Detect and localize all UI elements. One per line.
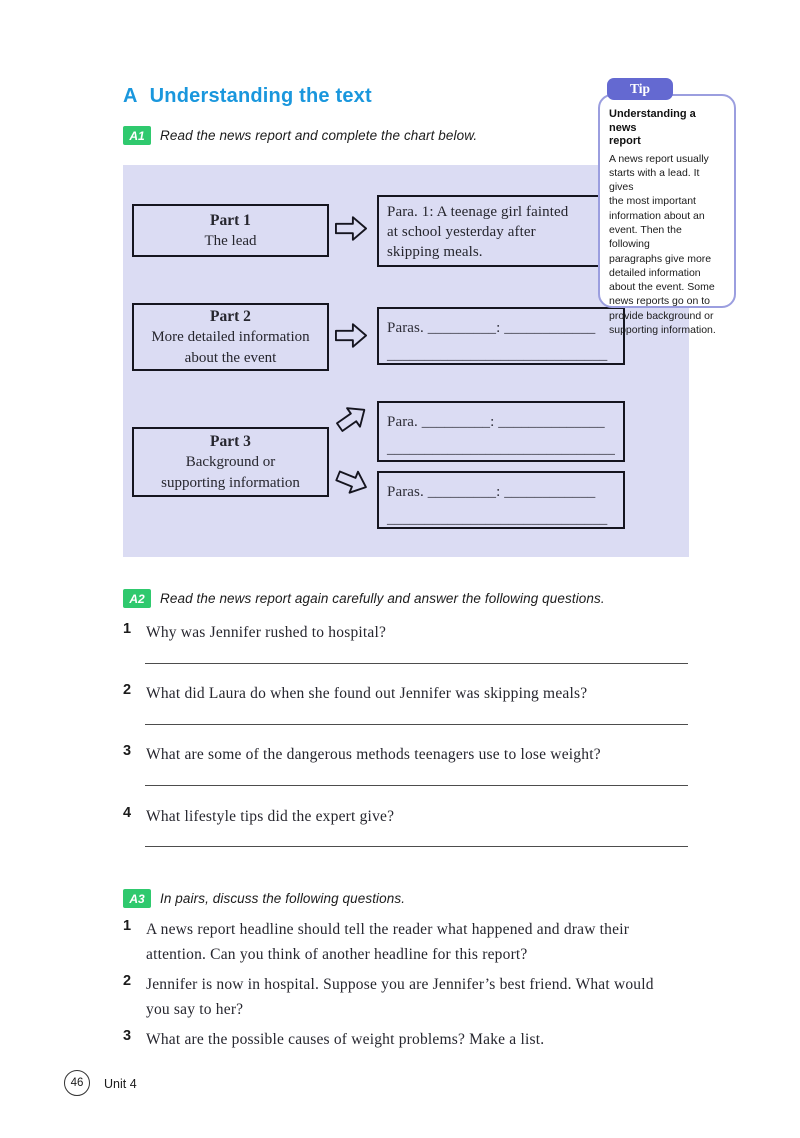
chart-panel: Part 1 The lead Part 2 More detailed inf… — [123, 165, 689, 557]
discussion-3-text: What are the possible causes of weight p… — [146, 1031, 545, 1048]
down-right-arrow-icon — [335, 470, 367, 494]
activity-a1-badge: A1 — [123, 126, 151, 145]
question-4-number: 4 — [123, 805, 132, 821]
part2-title: Part 2 — [210, 307, 251, 325]
answer-box-2-blanks: Paras. _________: ____________ _________… — [387, 320, 608, 363]
activity-a1-instruction: Read the news report and complete the ch… — [160, 128, 478, 143]
activity-a3-badge: A3 — [123, 889, 151, 908]
section-letter: A — [123, 85, 138, 107]
discussion-1-text: A news report headline should tell the r… — [146, 921, 630, 963]
section-heading: A Understanding the text — [123, 85, 372, 108]
answer-box-4-blanks: Paras. _________: ____________ _________… — [387, 484, 608, 527]
question-2-text: What did Laura do when she found out Jen… — [146, 685, 588, 702]
chart-part3-box: Part 3 Background or supporting informat… — [132, 427, 329, 497]
answer-line-3 — [145, 785, 688, 786]
part1-title: Part 1 — [210, 211, 251, 229]
tip-tab-label: Tip — [607, 78, 673, 100]
part1-description: The lead — [204, 232, 257, 249]
right-arrow-icon — [335, 216, 367, 241]
activity-a2-badge: A2 — [123, 589, 151, 608]
discussion-item-3: 3 What are the possible causes of weight… — [123, 1027, 716, 1052]
chart-answer-box-4: Paras. _________: ____________ _________… — [377, 471, 625, 529]
answer-line-1 — [145, 663, 688, 664]
page-number-badge: 46 — [64, 1070, 90, 1096]
tip-body-text: A news report usually starts with a lead… — [609, 152, 716, 337]
chart-answer-box-3: Para. _________: ______________ ________… — [377, 401, 625, 462]
discussion-2-text: Jennifer is now in hospital. Suppose you… — [146, 976, 654, 1018]
activity-a3-row: A3 In pairs, discuss the following quest… — [123, 889, 405, 908]
question-3: 3 What are some of the dangerous methods… — [123, 742, 716, 767]
section-title-text: Understanding the text — [149, 85, 372, 107]
tip-heading: Understanding a news report — [609, 108, 696, 147]
question-1: 1 Why was Jennifer rushed to hospital? — [123, 620, 716, 645]
answer-line-4 — [145, 846, 688, 847]
activity-a2-instruction: Read the news report again carefully and… — [160, 591, 605, 606]
answer-box-3-blanks: Para. _________: ______________ ________… — [387, 414, 615, 457]
discussion-3-number: 3 — [123, 1028, 132, 1044]
chart-part2-box: Part 2 More detailed information about t… — [132, 303, 329, 371]
question-3-number: 3 — [123, 743, 132, 759]
unit-label: Unit 4 — [104, 1077, 137, 1091]
answer-box-1-text: Para. 1: A teenage girl fainted at schoo… — [387, 204, 569, 260]
discussion-item-1: 1 A news report headline should tell the… — [123, 917, 716, 967]
question-2-number: 2 — [123, 682, 132, 698]
up-right-arrow-icon — [336, 407, 366, 432]
discussion-item-2: 2 Jennifer is now in hospital. Suppose y… — [123, 972, 716, 1022]
activity-a2-row: A2 Read the news report again carefully … — [123, 589, 605, 608]
chart-part1-box: Part 1 The lead — [132, 204, 329, 257]
part3-title: Part 3 — [210, 432, 251, 450]
question-4-text: What lifestyle tips did the expert give? — [146, 808, 395, 825]
right-arrow-icon — [335, 323, 367, 348]
part3-description: Background or supporting information — [161, 453, 300, 491]
activity-a1-row: A1 Read the news report and complete the… — [123, 126, 477, 145]
tip-box: Understanding a news report A news repor… — [598, 94, 736, 336]
chart-answer-box-1: Para. 1: A teenage girl fainted at schoo… — [377, 195, 625, 267]
chart-answer-box-2: Paras. _________: ____________ _________… — [377, 307, 625, 365]
question-3-text: What are some of the dangerous methods t… — [146, 746, 601, 763]
question-4: 4 What lifestyle tips did the expert giv… — [123, 804, 716, 829]
discussion-1-number: 1 — [123, 918, 132, 934]
activity-a3-instruction: In pairs, discuss the following question… — [160, 891, 406, 906]
question-2: 2 What did Laura do when she found out J… — [123, 681, 716, 706]
part2-description: More detailed information about the even… — [151, 328, 310, 366]
answer-line-2 — [145, 724, 688, 725]
discussion-2-number: 2 — [123, 973, 132, 989]
question-1-text: Why was Jennifer rushed to hospital? — [146, 624, 387, 641]
question-1-number: 1 — [123, 621, 132, 637]
